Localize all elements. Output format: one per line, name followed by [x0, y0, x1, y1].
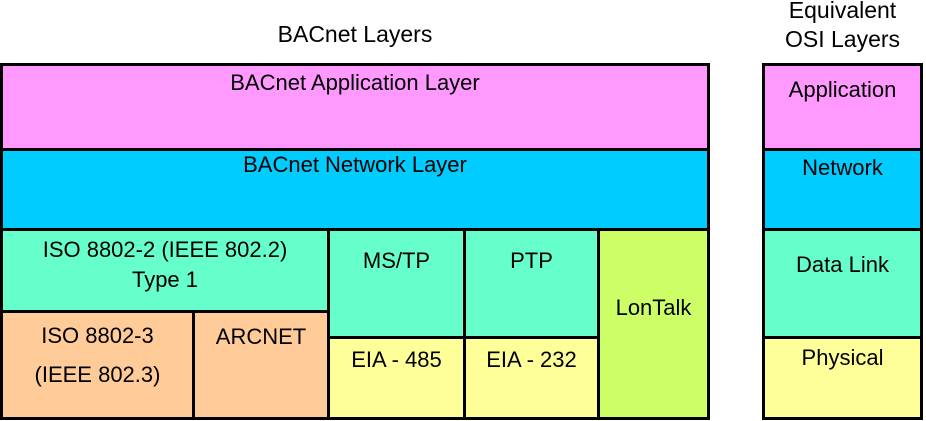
osi-layers-title: Equivalent OSI Layers — [762, 0, 923, 54]
bacnet-layers-title: BACnet Layers — [277, 21, 433, 47]
eia-232-box: EIA - 232 — [463, 336, 600, 420]
iso-8802-3-box: ISO 8802-3 (IEEE 802.3) — [0, 310, 195, 420]
iso-8802-3-label-line1: ISO 8802-3 — [41, 323, 154, 348]
osi-network-label: Network — [802, 155, 883, 180]
osi-application-box: Application — [762, 63, 923, 151]
osi-physical-label: Physical — [801, 345, 884, 370]
osi-title-line2: OSI Layers — [784, 26, 901, 52]
osi-application-label: Application — [788, 77, 897, 102]
osi-title-line1: Equivalent — [788, 0, 897, 23]
iso-8802-2-box: ISO 8802-2 (IEEE 802.2) Type 1 — [0, 228, 330, 313]
eia-485-box: EIA - 485 — [327, 336, 466, 420]
mstp-label: MS/TP — [362, 248, 431, 273]
lontalk-label: LonTalk — [615, 295, 692, 320]
osi-network-box: Network — [762, 148, 923, 231]
bacnet-application-layer-label: BACnet Application Layer — [230, 70, 480, 95]
eia-485-label: EIA - 485 — [351, 347, 442, 372]
arcnet-label: ARCNET — [215, 324, 307, 349]
bacnet-application-layer-box: BACnet Application Layer — [0, 63, 710, 151]
ptp-box: PTP — [463, 228, 600, 339]
arcnet-box: ARCNET — [192, 310, 330, 420]
eia-232-label: EIA - 232 — [486, 347, 577, 372]
iso-8802-2-label-line1: ISO 8802-2 (IEEE 802.2) — [42, 237, 288, 262]
bacnet-network-layer-label: BACnet Network Layer — [243, 152, 467, 177]
mstp-box: MS/TP — [327, 228, 466, 339]
bacnet-network-layer-box: BACnet Network Layer — [0, 148, 710, 231]
ptp-label: PTP — [510, 248, 553, 273]
osi-data-link-label: Data Link — [796, 252, 889, 277]
osi-physical-box: Physical — [762, 336, 923, 420]
iso-8802-3-label-line2: (IEEE 802.3) — [34, 362, 161, 387]
osi-data-link-box: Data Link — [762, 228, 923, 339]
iso-8802-2-label-line2: Type 1 — [131, 267, 199, 292]
lontalk-box: LonTalk — [597, 228, 710, 420]
